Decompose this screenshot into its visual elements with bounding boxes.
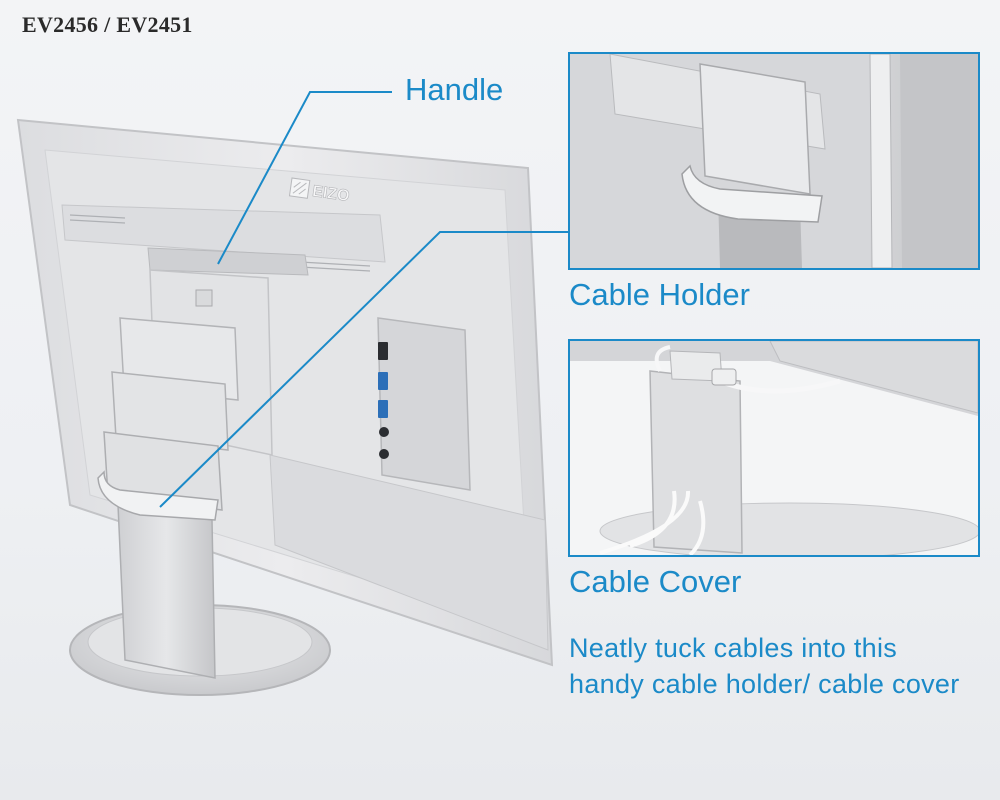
cables-bundle bbox=[599, 490, 706, 555]
feature-description: Neatly tuck cables into this handy cable… bbox=[569, 633, 960, 699]
stand-neck bbox=[117, 504, 216, 679]
model-title: EV2456 / EV2451 bbox=[22, 12, 193, 37]
cable-cover-detail-image bbox=[568, 339, 980, 557]
port-panel bbox=[377, 317, 471, 491]
cable-cover-closeup bbox=[570, 341, 978, 555]
callout-cable-holder: Cable Holder bbox=[569, 277, 750, 312]
cable-holder-clip bbox=[681, 164, 823, 223]
callout-cable-cover: Cable Cover bbox=[569, 564, 742, 599]
cable-holder-closeup bbox=[570, 54, 978, 268]
mount-latch bbox=[195, 289, 213, 307]
callout-handle: Handle bbox=[405, 72, 504, 107]
vent-grille-left bbox=[69, 214, 126, 224]
cable-holder-loop bbox=[97, 470, 219, 521]
cable-holder-detail-image bbox=[568, 52, 980, 270]
